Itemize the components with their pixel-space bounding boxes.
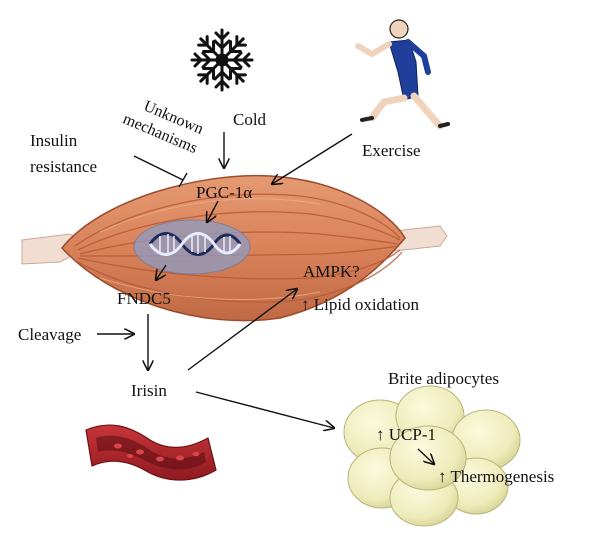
label-exercise: Exercise bbox=[362, 141, 421, 160]
blood-vessel-illustration bbox=[85, 424, 217, 481]
arrow-ucp1-to-thermogenesis bbox=[417, 448, 434, 464]
label-thermogenesis: ↑ Thermogenesis bbox=[438, 467, 554, 486]
label-insulin-line1: Insulin bbox=[30, 131, 78, 150]
label-cold: Cold bbox=[233, 110, 267, 129]
adipocyte-cluster-illustration bbox=[343, 385, 521, 527]
label-lipid-oxidation: ↑ Lipid oxidation bbox=[301, 295, 420, 314]
label-brite-adipocytes: Brite adipocytes bbox=[388, 369, 499, 388]
arrow-irisin-to-adipocytes bbox=[195, 391, 334, 428]
pathway-arrows bbox=[97, 132, 434, 464]
label-cleavage: Cleavage bbox=[18, 325, 81, 344]
inhibition-insulin-to-pgc bbox=[133, 155, 188, 188]
arrow-exercise-to-pgc bbox=[272, 133, 353, 184]
label-insulin-line2: resistance bbox=[30, 157, 97, 176]
label-irisin: Irisin bbox=[131, 381, 167, 400]
label-pgc1a: PGC-1α bbox=[196, 183, 252, 202]
dna-icon bbox=[133, 219, 251, 275]
label-ampk: AMPK? bbox=[303, 262, 360, 281]
label-ucp1: ↑ UCP-1 bbox=[376, 425, 436, 444]
label-fndc5: FNDC5 bbox=[117, 289, 171, 308]
snowflake-icon bbox=[190, 28, 254, 92]
arrow-pgc-to-dna bbox=[207, 200, 219, 222]
arrow-dna-to-fndc5 bbox=[156, 264, 167, 280]
arrow-irisin-to-muscle bbox=[187, 289, 297, 371]
runner-icon bbox=[355, 19, 450, 130]
